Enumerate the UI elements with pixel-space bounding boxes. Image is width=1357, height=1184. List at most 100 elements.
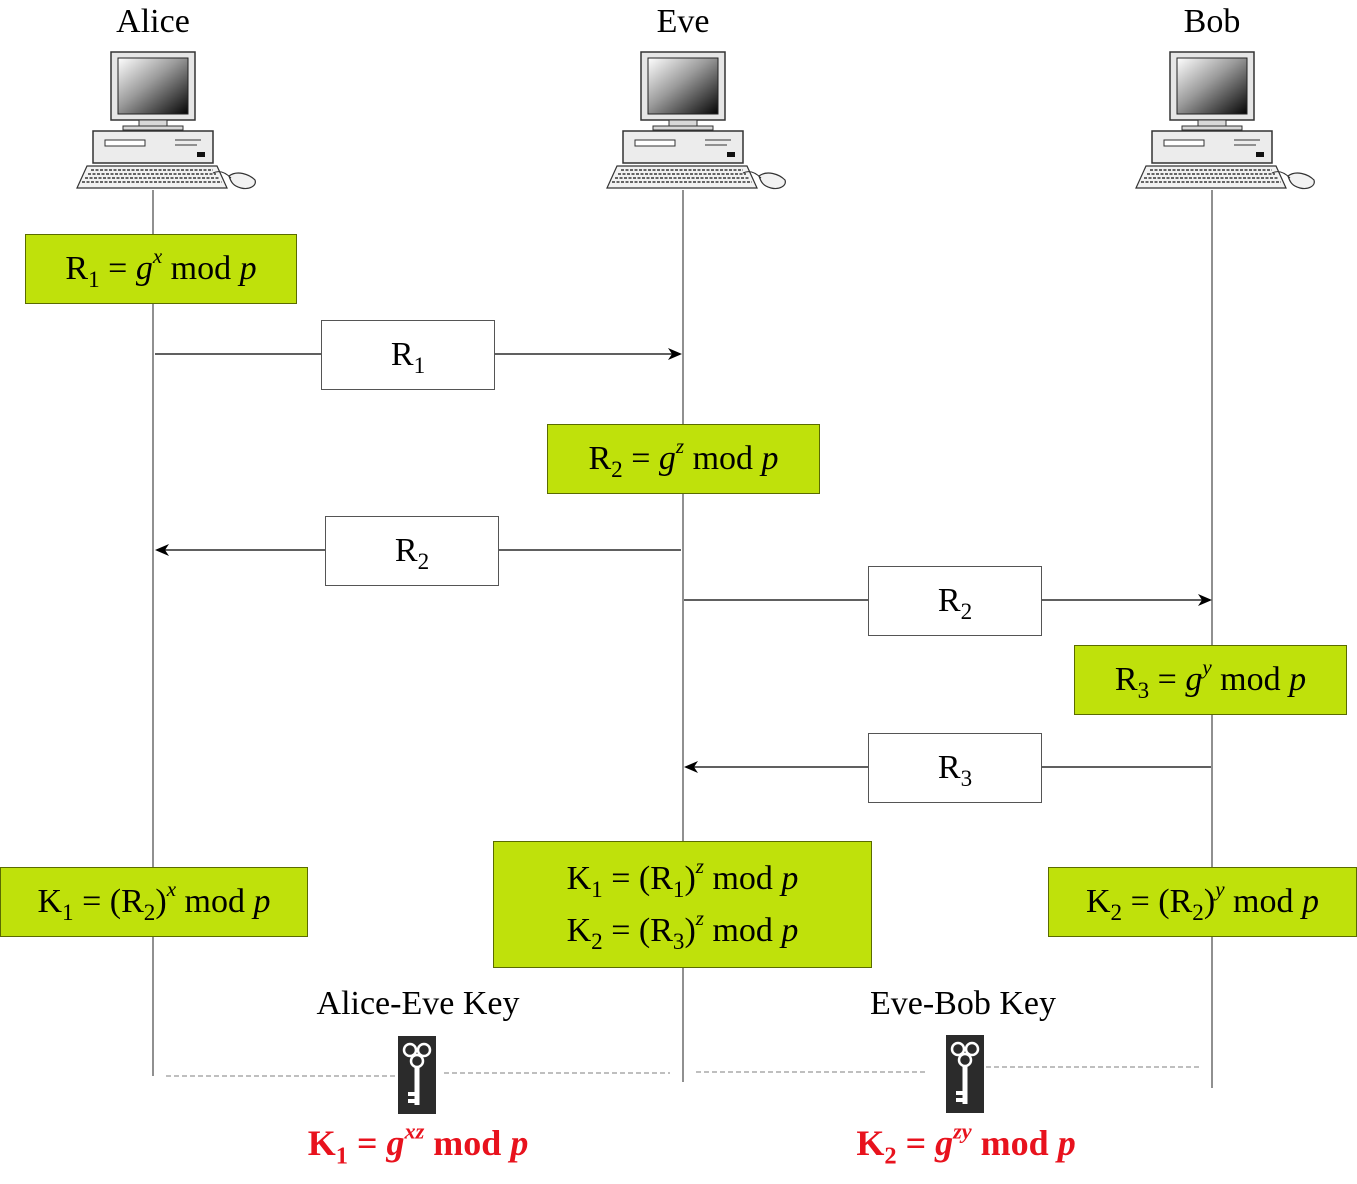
formula-modulus: p (1302, 883, 1319, 920)
formula-subscript: 1 (591, 876, 603, 903)
bob-k2-formula: K2 = (R2)y mod p (1086, 876, 1319, 928)
formula-subscript: 1 (672, 876, 685, 903)
formula-subscript: 3 (960, 766, 973, 793)
bob-computer-icon (1135, 51, 1316, 190)
formula-symbol: R (937, 582, 961, 619)
message-r2-to-bob-label: R2 (937, 582, 972, 624)
formula-paren: ) (155, 883, 167, 920)
formula-symbol: R (1169, 883, 1193, 920)
formula-generator: g (386, 1123, 405, 1163)
formula-generator: g (935, 1123, 954, 1163)
participant-name-eve: Eve (656, 3, 710, 40)
message-r1-label: R1 (390, 336, 425, 378)
formula-exponent: zy (953, 1118, 972, 1144)
eve-keys-computation: K1 = (R1)z mod p K2 = (R3)z mod p (493, 841, 872, 968)
formula-subscript: 2 (1192, 900, 1204, 927)
formula-mod: mod (162, 250, 240, 287)
formula-paren: ) (684, 911, 696, 949)
formula-modulus: p (781, 859, 799, 897)
eve-k2-formula: K2 = (R3)z mod p (567, 905, 799, 957)
formula-exponent: x (152, 244, 163, 269)
formula-mod: mod (971, 1123, 1058, 1163)
formula-symbol: R (588, 440, 612, 477)
message-r1-box: R1 (321, 320, 495, 390)
formula-mod: mod (684, 440, 762, 477)
formula-subscript: 2 (591, 928, 603, 955)
eve-bob-key-icon (946, 1035, 984, 1113)
bob-r3-computation: R3 = gy mod p (1074, 645, 1347, 715)
formula-mod: mod (703, 911, 782, 949)
formula-symbol: R (65, 250, 89, 287)
eve-r2-formula: R2 = gz mod p (588, 433, 778, 485)
participant-name-alice: Alice (116, 3, 190, 40)
formula-subscript: 2 (143, 900, 156, 927)
formula-symbol: R (937, 749, 961, 786)
formula-symbol: R (650, 859, 673, 897)
formula-symbol: K (37, 883, 63, 920)
formula-subscript: 1 (88, 267, 100, 294)
alice-r1-computation: R1 = gx mod p (25, 234, 297, 304)
formula-subscript: 2 (417, 549, 430, 576)
alice-k1-computation: K1 = (R2)x mod p (0, 867, 308, 937)
alice-eve-shared-key: K1 = gxz mod p (240, 1120, 596, 1169)
formula-symbol: K (1085, 883, 1111, 920)
message-r2-to-alice-box: R2 (325, 516, 499, 586)
formula-operator: = ( (73, 883, 122, 920)
formula-symbol: R (390, 336, 414, 373)
formula-symbol: R (1114, 661, 1138, 698)
formula-paren: ) (1203, 883, 1216, 920)
formula-paren: ) (684, 859, 696, 897)
message-r3-box: R3 (868, 733, 1042, 803)
formula-operator: = (99, 250, 136, 287)
formula-modulus: p (253, 883, 271, 920)
formula-symbol: K (307, 1123, 336, 1163)
message-r2-to-alice-label: R2 (394, 532, 429, 574)
formula-operator: = (1149, 661, 1186, 698)
formula-exponent: xz (404, 1118, 425, 1144)
key-icon (950, 1041, 980, 1104)
formula-exponent: z (675, 434, 685, 459)
formula-operator: = (622, 440, 659, 477)
formula-operator: = ( (602, 911, 651, 949)
formula-modulus: p (239, 250, 257, 287)
formula-subscript: 1 (335, 1142, 348, 1170)
alice-computer-icon (76, 51, 257, 190)
formula-exponent: y (1215, 877, 1225, 902)
eve-k1-formula: K1 = (R1)z mod p (567, 853, 799, 905)
eve-computer-icon (606, 51, 787, 190)
formula-symbol: R (394, 532, 418, 569)
message-r3-label: R3 (937, 749, 972, 791)
formula-subscript: 2 (1110, 900, 1123, 927)
message-r2-to-bob-box: R2 (868, 566, 1042, 636)
formula-subscript: 2 (884, 1142, 897, 1170)
formula-modulus: p (1057, 1123, 1076, 1163)
alice-eve-key-icon (398, 1036, 436, 1114)
formula-symbol: K (856, 1123, 885, 1163)
key-icon (402, 1042, 432, 1105)
formula-subscript: 2 (611, 457, 623, 484)
eve-bob-key-label: Eve-Bob Key (869, 985, 1056, 1022)
formula-operator: = (347, 1123, 387, 1163)
formula-modulus: p (1289, 661, 1307, 698)
eve-r2-computation: R2 = gz mod p (547, 424, 820, 494)
formula-modulus: p (761, 440, 779, 477)
formula-exponent: z (695, 905, 704, 930)
formula-symbol: K (566, 859, 592, 897)
alice-r1-formula: R1 = gx mod p (65, 243, 256, 295)
eve-bob-shared-key: K2 = gzy mod p (788, 1120, 1144, 1169)
formula-symbol: R (650, 911, 673, 949)
formula-mod: mod (1211, 661, 1290, 698)
formula-generator: g (1185, 661, 1203, 698)
formula-symbol: R (121, 883, 144, 920)
formula-exponent: x (166, 877, 177, 902)
formula-operator: = (896, 1123, 936, 1163)
formula-mod: mod (1224, 883, 1302, 920)
bob-k2-computation: K2 = (R2)y mod p (1048, 867, 1357, 937)
formula-subscript: 2 (960, 599, 973, 626)
formula-mod: mod (703, 859, 782, 897)
formula-generator: g (135, 250, 153, 287)
formula-operator: = ( (1122, 883, 1170, 920)
formula-subscript: 1 (62, 900, 74, 927)
